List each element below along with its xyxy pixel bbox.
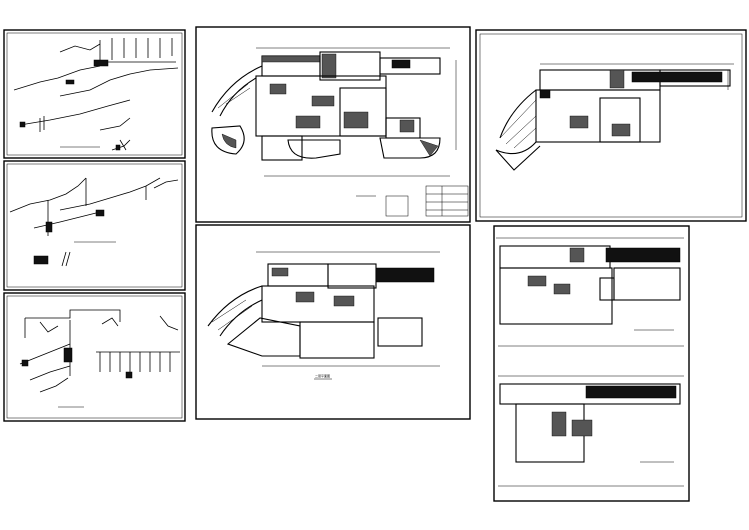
sheet-riser-diagram-1[interactable] (3, 29, 186, 159)
second-floor-plan-title: 二层平面图 (315, 373, 330, 378)
sheet-riser-diagram-3[interactable] (3, 292, 186, 422)
sheet-upper-floor-plan[interactable] (475, 29, 747, 222)
sheet-partial-floor-plans[interactable] (493, 225, 690, 502)
sheet-second-floor-plan[interactable]: 二层平面图 (195, 224, 471, 420)
sheet-first-floor-plan[interactable] (195, 26, 471, 223)
sheet-riser-diagram-2[interactable] (3, 160, 186, 291)
